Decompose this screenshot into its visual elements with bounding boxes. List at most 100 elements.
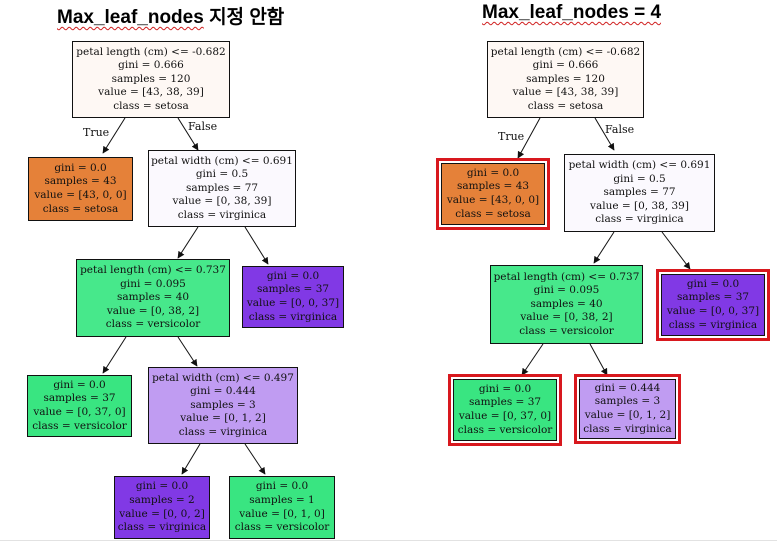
node-line: samples = 2 (129, 493, 195, 506)
node-line: class = virginica (595, 213, 684, 226)
node-line: class = virginica (248, 310, 338, 323)
node-line: gini = 0.444 (594, 381, 661, 394)
node-line: value = [0, 38, 2] (106, 304, 200, 317)
right-edge-pw-virginica (661, 231, 691, 270)
node-line: gini = 0.0 (135, 480, 189, 493)
node-line: samples = 3 (190, 398, 256, 411)
node-line: gini = 0.0 (686, 277, 740, 290)
node-line: class = versicolor (519, 324, 614, 337)
left-edge-pw-pl (177, 226, 199, 259)
node-line: petal width (cm) <= 0.691 (151, 154, 293, 167)
node-line: samples = 40 (116, 291, 190, 304)
node-line: class = setosa (455, 207, 531, 220)
left-edge-pl-versicolor (102, 336, 127, 374)
right-title-text: Max_leaf_nodes = 4 (482, 2, 662, 23)
node-line: samples = 40 (530, 297, 603, 310)
right-edge-root-setosa (517, 117, 541, 159)
right-node-root: petal length (cm) <= -0.682 gini = 0.666… (487, 41, 644, 118)
node-line: value = [0, 0, 37] (666, 305, 760, 317)
node-line: samples = 37 (676, 291, 750, 304)
node-line: gini = 0.0 (54, 161, 107, 174)
left-node-virginica-leaf2: gini = 0.0 samples = 2 value = [0, 0, 2]… (114, 476, 210, 539)
right-node-setosa-leaf-highlighted: gini = 0.0 samples = 43 value = [43, 0, … (436, 158, 550, 230)
right-node-versicolor-leaf-highlighted: gini = 0.0 samples = 37 value = [0, 37, … (448, 374, 562, 446)
node-line: gini = 0.0 (255, 480, 309, 493)
right-edge-pl-mixed (589, 343, 608, 376)
node-line: gini = 0.0 (266, 269, 320, 282)
node-line: petal length (cm) <= 0.737 (493, 270, 640, 283)
bottom-divider (0, 540, 777, 541)
node-line: petal width (cm) <= 0.691 (568, 159, 711, 172)
node-line: samples = 37 (256, 283, 330, 296)
node-line: value = [43, 38, 39] (512, 86, 619, 99)
left-edge-root-setosa (102, 117, 126, 154)
node-line: class = setosa (113, 99, 189, 112)
right-edge-true-label: True (498, 130, 525, 143)
node-line: samples = 77 (603, 186, 676, 199)
node-line: gini = 0.095 (120, 277, 186, 290)
node-line: value = [43, 0, 0] (34, 189, 127, 201)
right-edge-pw-pl (593, 231, 615, 264)
node-line: gini = 0.0 (466, 166, 520, 179)
left-edge-pw2-virginica2 (181, 443, 201, 475)
left-node-setosa-leaf: gini = 0.0 samples = 43 value = [43, 0, … (28, 157, 133, 221)
node-line: gini = 0.0 (478, 382, 532, 395)
node-line: gini = 0.666 (532, 59, 599, 72)
node-line: samples = 37 (43, 392, 116, 405)
node-line: class = versicolor (105, 318, 201, 331)
node-line: gini = 0.5 (613, 172, 666, 185)
node-line: gini = 0.5 (195, 168, 249, 181)
node-line: petal length (cm) <= -0.682 (490, 45, 641, 58)
node-line: samples = 77 (185, 181, 259, 194)
node-line: gini = 0.0 (53, 378, 106, 391)
left-panel-title: Max_leaf_nodes 지정 안함 (57, 2, 284, 29)
right-node-pl-split: petal length (cm) <= 0.737 gini = 0.095 … (490, 265, 643, 344)
left-node-pw-split2: petal width (cm) <= 0.497 gini = 0.444 s… (148, 367, 298, 444)
node-line: value = [0, 37, 0] (33, 406, 126, 418)
left-node-versicolor-leaf2: gini = 0.0 samples = 1 value = [0, 1, 0]… (229, 476, 335, 539)
node-line: class = virginica (668, 318, 758, 331)
right-edge-pl-versicolor (521, 343, 544, 376)
node-line: value = [0, 1, 2] (584, 409, 671, 421)
node-line: samples = 37 (468, 396, 542, 409)
left-node-pw-split: petal width (cm) <= 0.691 gini = 0.5 sam… (148, 150, 296, 227)
right-edge-false-label: False (605, 123, 635, 136)
node-line: value = [0, 37, 0] (458, 410, 552, 422)
node-line: class = versicolor (457, 423, 553, 436)
node-line: value = [43, 0, 0] (446, 194, 540, 206)
node-line: value = [0, 38, 39] (590, 199, 689, 212)
right-node-pw-split: petal width (cm) <= 0.691 gini = 0.5 sam… (564, 154, 715, 232)
node-line: petal length (cm) <= -0.682 (76, 45, 226, 58)
left-edge-pw-virginica (244, 226, 269, 265)
node-line: class = virginica (177, 208, 267, 221)
node-line: value = [0, 38, 2] (520, 311, 613, 324)
node-line: class = virginica (178, 425, 268, 438)
node-line: samples = 43 (456, 180, 530, 193)
node-line: value = [0, 38, 39] (172, 195, 272, 208)
node-line: class = virginica (583, 422, 672, 435)
left-node-virginica-leaf: gini = 0.0 samples = 37 value = [0, 0, 3… (242, 266, 344, 328)
node-line: petal length (cm) <= 0.737 (80, 264, 226, 277)
node-line: samples = 120 (526, 72, 605, 85)
left-node-root: petal length (cm) <= -0.682 gini = 0.666… (72, 41, 230, 118)
left-edge-pl-pw2 (177, 336, 198, 367)
node-line: gini = 0.666 (118, 59, 184, 72)
node-line: value = [0, 1, 0] (239, 507, 325, 520)
node-line: value = [0, 1, 2] (180, 412, 266, 425)
node-line: class = setosa (42, 202, 119, 215)
node-line: gini = 0.444 (190, 385, 256, 398)
left-title-prefix: Max_leaf_nodes (57, 7, 204, 28)
node-line: gini = 0.095 (533, 284, 600, 297)
left-edge-true-label: True (83, 126, 110, 139)
node-line: class = versicolor (32, 419, 127, 432)
node-line: class = virginica (117, 521, 207, 534)
left-node-versicolor-leaf: gini = 0.0 samples = 37 value = [0, 37, … (27, 375, 132, 437)
node-line: samples = 120 (111, 72, 191, 85)
right-node-mixed-leaf-highlighted: gini = 0.444 samples = 3 value = [0, 1, … (574, 374, 681, 444)
left-edge-false-label: False (188, 120, 218, 133)
left-node-pl-split: petal length (cm) <= 0.737 gini = 0.095 … (76, 259, 230, 337)
left-edge-pw2-versicolor2 (244, 443, 266, 475)
node-line: class = setosa (527, 99, 604, 112)
node-line: class = versicolor (234, 521, 330, 534)
